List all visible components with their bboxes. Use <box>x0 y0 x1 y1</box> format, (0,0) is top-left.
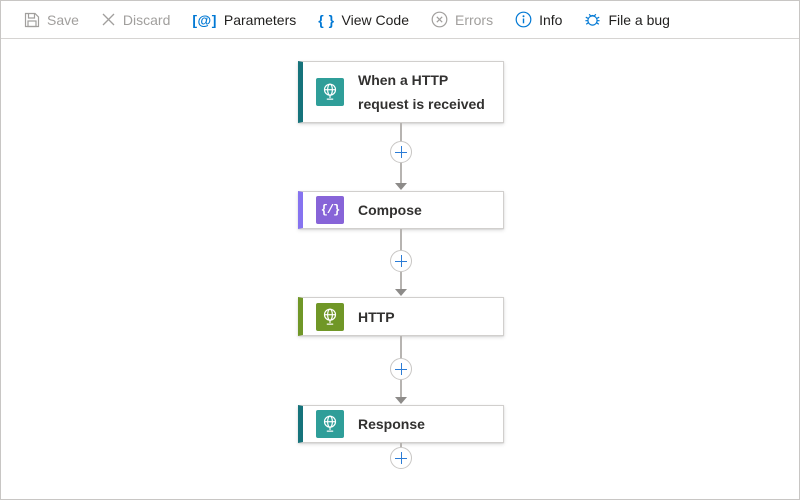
insert-step-plus-button[interactable] <box>390 447 412 469</box>
insert-step-plus-button[interactable] <box>390 250 412 272</box>
node-when-a-http-request-is-received[interactable]: When a HTTP request is received <box>298 61 504 123</box>
node-response[interactable]: Response <box>298 405 504 443</box>
response-icon <box>316 410 344 438</box>
edge-line <box>400 380 402 397</box>
arrow-down-icon <box>395 289 407 296</box>
arrow-down-icon <box>395 397 407 404</box>
info-label: Info <box>539 11 563 28</box>
edge-line <box>400 336 402 358</box>
designer-toolbar: Save Discard [@] Parameters { } View Cod… <box>1 1 799 39</box>
edge-line <box>400 163 402 183</box>
workflow-canvas[interactable]: When a HTTP request is received {/} Comp… <box>1 40 799 499</box>
parameters-button[interactable]: [@] Parameters <box>181 1 307 38</box>
view-code-button[interactable]: { } View Code <box>307 1 420 38</box>
arrow-down-icon <box>395 183 407 190</box>
node-title: Compose <box>358 202 422 218</box>
insert-step-plus-button[interactable] <box>390 141 412 163</box>
errors-button[interactable]: Errors <box>420 1 504 38</box>
parameters-label: Parameters <box>223 11 297 28</box>
file-a-bug-label: File a bug <box>608 11 670 28</box>
insert-step-plus-button[interactable] <box>390 358 412 380</box>
node-http[interactable]: HTTP <box>298 297 504 336</box>
info-icon <box>515 11 532 28</box>
errors-icon <box>431 11 448 28</box>
bug-icon <box>584 11 601 28</box>
save-icon <box>24 12 40 28</box>
edge-line <box>400 123 402 141</box>
node-title: Response <box>358 416 425 432</box>
node-compose[interactable]: {/} Compose <box>298 191 504 229</box>
info-button[interactable]: Info <box>504 1 573 38</box>
discard-label: Discard <box>122 11 171 28</box>
parameters-icon: [@] <box>192 11 217 28</box>
edge-line <box>400 272 402 289</box>
discard-icon <box>101 12 116 27</box>
http-request-icon <box>316 78 344 106</box>
save-label: Save <box>47 11 79 28</box>
view-code-label: View Code <box>341 11 409 28</box>
file-a-bug-button[interactable]: File a bug <box>573 1 680 38</box>
compose-icon: {/} <box>316 196 344 224</box>
save-button[interactable]: Save <box>13 1 90 38</box>
node-title: When a HTTP request is received <box>358 72 485 112</box>
node-title: HTTP <box>358 308 395 325</box>
discard-button[interactable]: Discard <box>90 1 181 38</box>
edge-line <box>400 443 402 447</box>
errors-label: Errors <box>454 11 494 28</box>
view-code-icon: { } <box>318 11 335 28</box>
http-icon <box>316 302 344 331</box>
edge-line <box>400 229 402 250</box>
